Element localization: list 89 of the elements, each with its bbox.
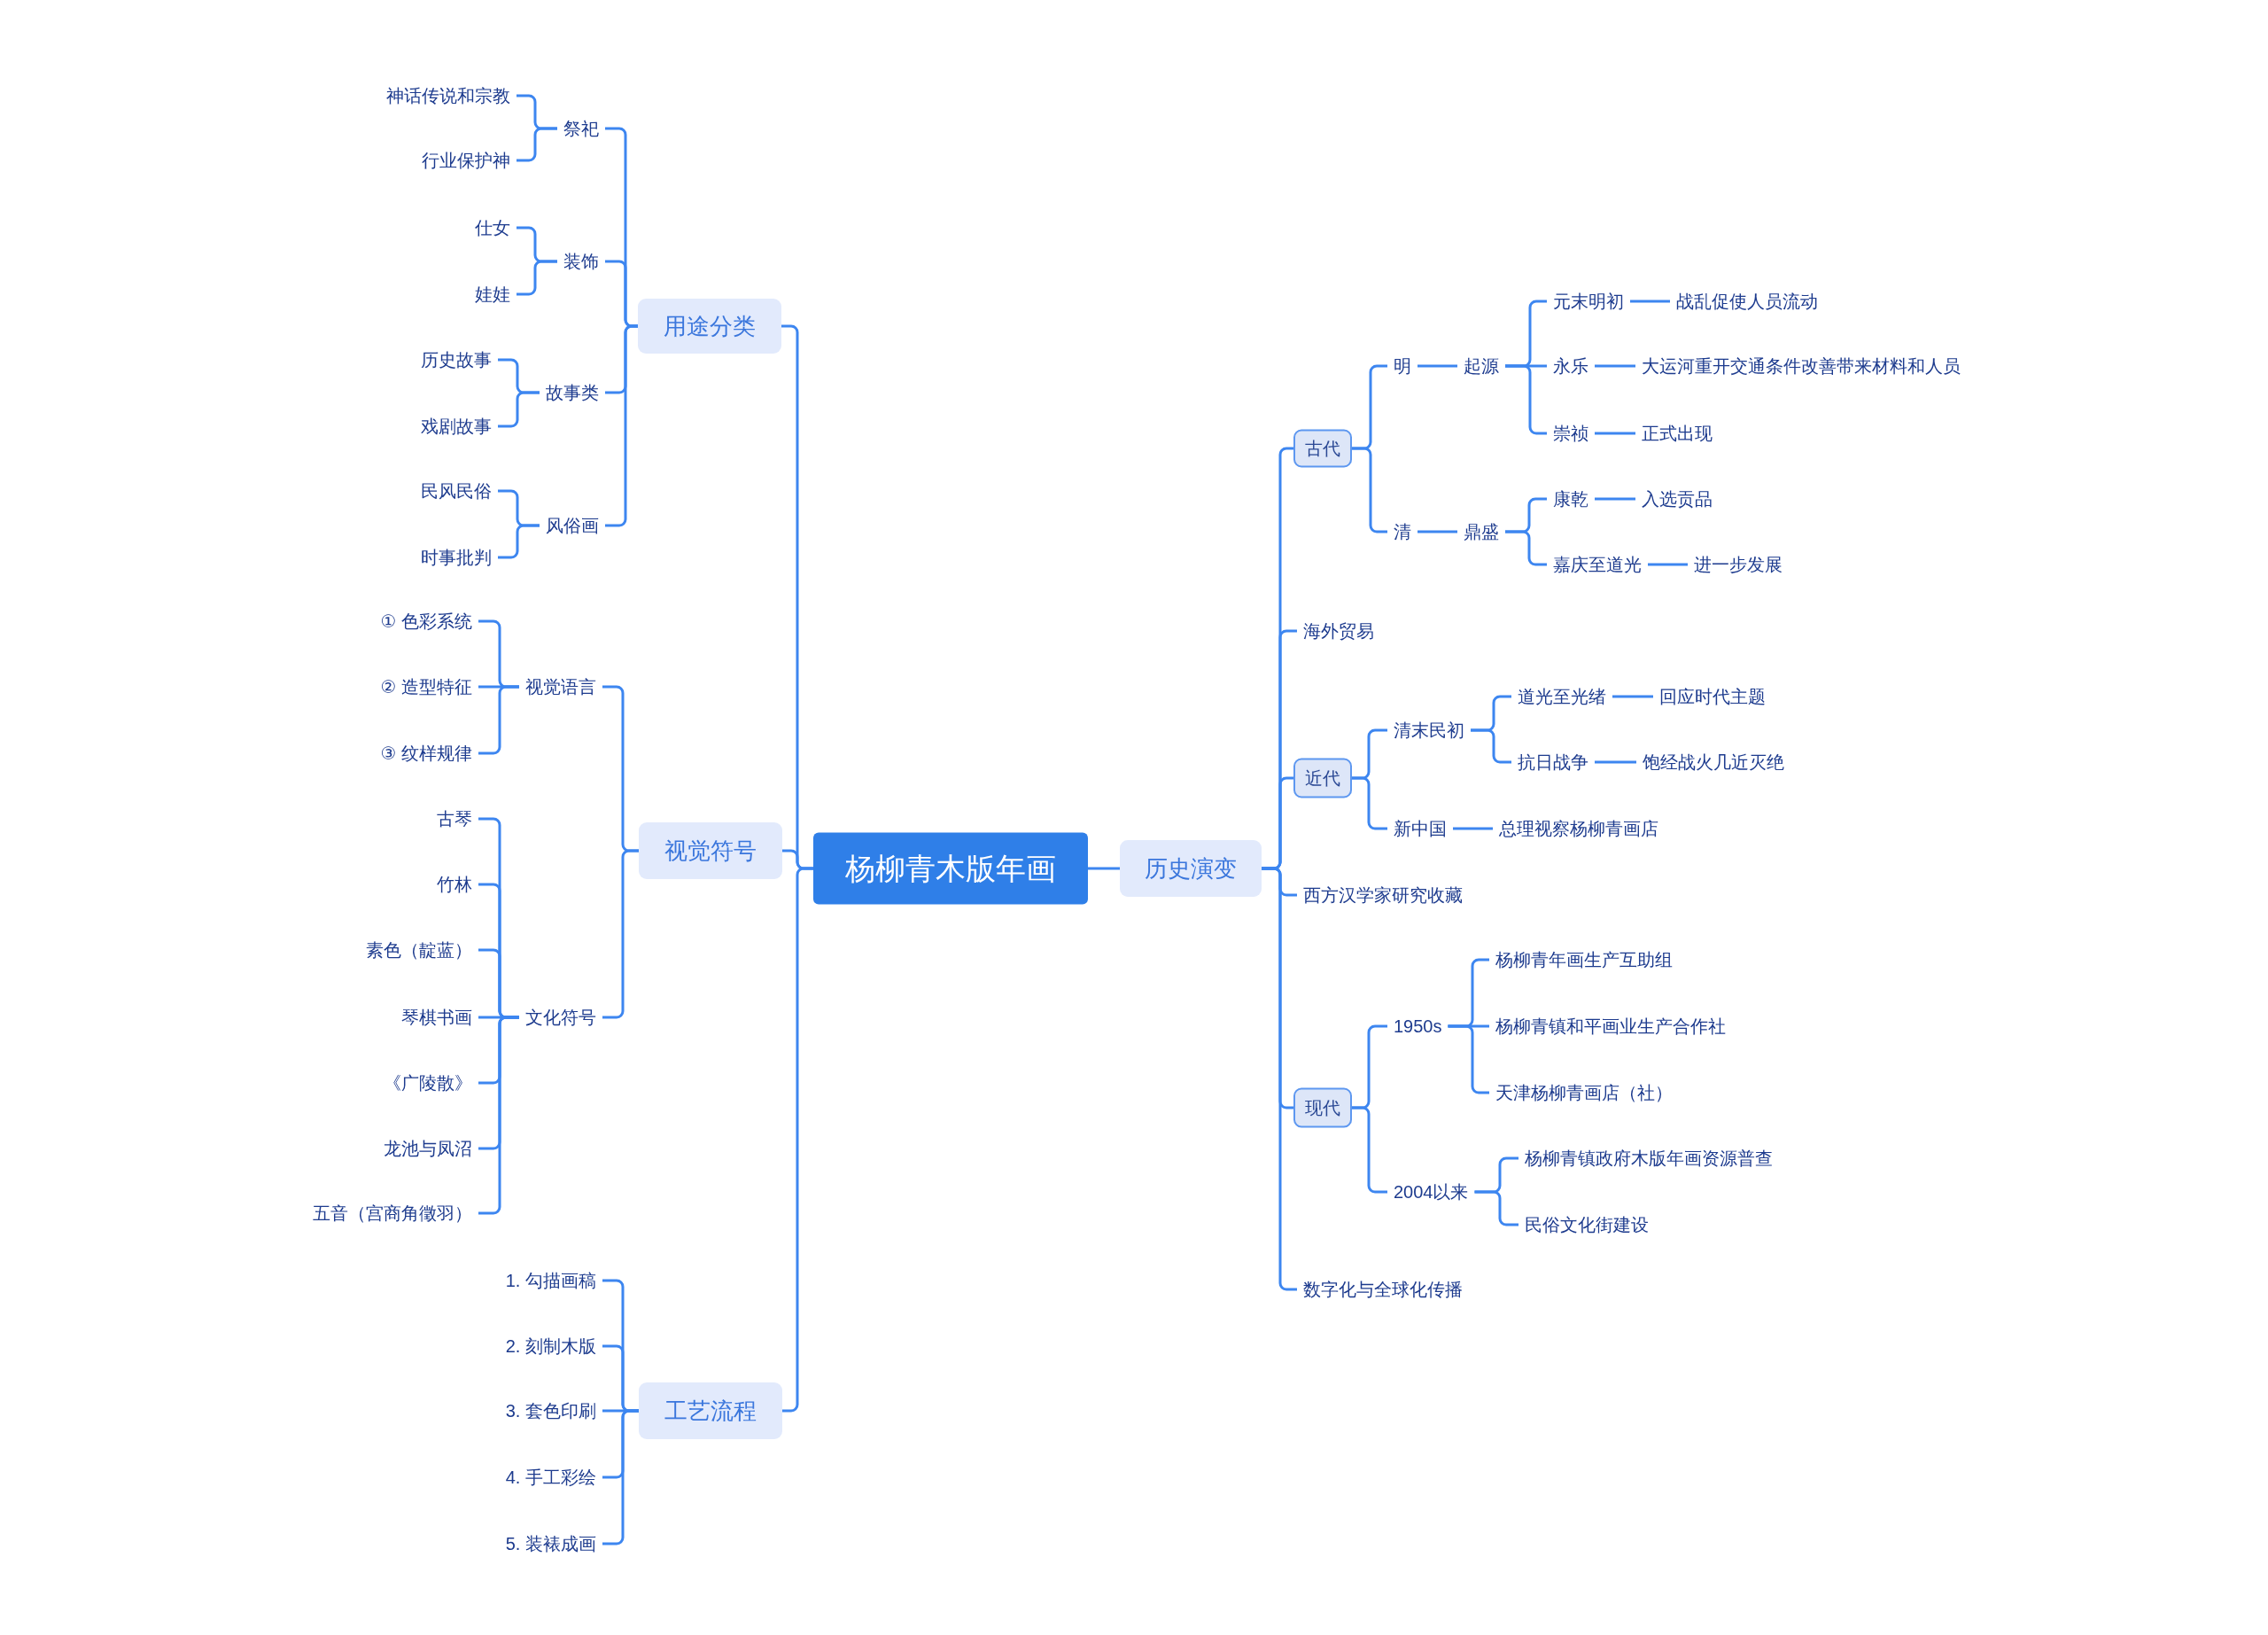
connector-line bbox=[1352, 447, 1387, 533]
connector-line bbox=[1630, 300, 1670, 303]
central-topic: 杨柳青木版年画 bbox=[813, 832, 1088, 905]
connector-line bbox=[1088, 867, 1120, 870]
topic-text: 战乱促使人员流动 bbox=[1670, 289, 1824, 314]
topic-text: 鼎盛 bbox=[1457, 519, 1505, 544]
topic-text: 永乐 bbox=[1547, 354, 1595, 378]
topic-text: 抗日战争 bbox=[1511, 750, 1595, 775]
topic-text: ② 造型特征 bbox=[374, 674, 478, 699]
connector-line bbox=[1612, 695, 1653, 698]
topic-text: 清末民初 bbox=[1387, 718, 1471, 743]
topic-text: 仕女 bbox=[469, 215, 517, 240]
topic-text: 明 bbox=[1387, 354, 1418, 378]
topic-text: 杨柳青镇和平画业生产合作社 bbox=[1489, 1014, 1732, 1039]
topic-text: 杨柳青年画生产互助组 bbox=[1489, 947, 1679, 972]
topic-text: 大运河重开交通条件改善带来材料和人员 bbox=[1635, 354, 1967, 378]
topic-text: 素色（靛蓝） bbox=[360, 938, 478, 962]
topic-text: 琴棋书画 bbox=[395, 1005, 478, 1030]
connector-line bbox=[517, 260, 557, 296]
topic-text: 崇祯 bbox=[1547, 421, 1595, 446]
topic-text: 天津杨柳青画店（社） bbox=[1489, 1080, 1679, 1105]
topic-text: 清 bbox=[1387, 519, 1418, 544]
topic-text: 1950s bbox=[1387, 1014, 1449, 1039]
topic-text: 古琴 bbox=[431, 806, 478, 831]
connector-line bbox=[1262, 867, 1297, 1291]
topic-text: 文化符号 bbox=[519, 1005, 602, 1030]
topic-text: 新中国 bbox=[1387, 816, 1453, 841]
topic-text: 民风民俗 bbox=[415, 479, 498, 503]
connector-line bbox=[498, 524, 540, 559]
topic-text: 戏剧故事 bbox=[415, 414, 498, 439]
connector-line bbox=[1474, 1190, 1518, 1226]
topic-text: 杨柳青镇政府木版年画资源普查 bbox=[1518, 1146, 1779, 1171]
topic-text: 海外贸易 bbox=[1297, 619, 1380, 643]
topic-text: 五音（宫商角徵羽） bbox=[307, 1201, 478, 1226]
topic-text: 时事批判 bbox=[415, 545, 498, 570]
topic-text: 嘉庆至道光 bbox=[1547, 552, 1648, 577]
topic-text: 起源 bbox=[1457, 354, 1505, 378]
connector-line bbox=[1595, 432, 1635, 435]
topic-text: 元末明初 bbox=[1547, 289, 1630, 314]
topic-text: 正式出现 bbox=[1635, 421, 1719, 446]
topic-text: 民俗文化街建设 bbox=[1518, 1212, 1655, 1237]
connector-line bbox=[498, 391, 540, 428]
main-topic: 历史演变 bbox=[1120, 840, 1262, 897]
connector-line bbox=[1418, 530, 1457, 533]
topic-text: ① 色彩系统 bbox=[374, 609, 478, 634]
period-topic: 现代 bbox=[1293, 1087, 1352, 1128]
topic-text: 1. 勾描画稿 bbox=[499, 1268, 602, 1293]
connector-line bbox=[1471, 728, 1511, 764]
main-topic: 用途分类 bbox=[638, 299, 781, 354]
connector-line bbox=[1595, 760, 1636, 764]
connector-line bbox=[1453, 827, 1493, 830]
topic-text: 行业保护神 bbox=[416, 148, 517, 173]
topic-text: 神话传说和宗教 bbox=[380, 83, 517, 108]
topic-text: 装饰 bbox=[557, 249, 605, 274]
topic-text: 2004以来 bbox=[1387, 1180, 1475, 1204]
connector-line bbox=[1595, 364, 1635, 368]
topic-text: 回应时代主题 bbox=[1653, 684, 1772, 709]
topic-text: 视觉语言 bbox=[519, 674, 602, 699]
topic-text: 3. 套色印刷 bbox=[499, 1398, 602, 1423]
topic-text: ③ 纹样规律 bbox=[374, 741, 478, 766]
connector-line bbox=[1505, 364, 1547, 435]
topic-text: 龙池与凤沼 bbox=[377, 1136, 478, 1161]
topic-text: 竹林 bbox=[431, 872, 478, 897]
topic-text: 《广陵散》 bbox=[377, 1071, 478, 1095]
period-topic: 古代 bbox=[1293, 429, 1352, 468]
main-topic: 视觉符号 bbox=[639, 822, 782, 879]
topic-text: 入选贡品 bbox=[1635, 487, 1719, 511]
main-topic: 工艺流程 bbox=[639, 1382, 782, 1439]
topic-text: 4. 手工彩绘 bbox=[499, 1465, 602, 1490]
topic-text: 故事类 bbox=[540, 380, 605, 405]
connector-line bbox=[1505, 530, 1547, 566]
period-topic: 近代 bbox=[1293, 758, 1352, 798]
topic-text: 西方汉学家研究收藏 bbox=[1297, 883, 1469, 907]
topic-text: 历史故事 bbox=[415, 347, 498, 372]
topic-text: 进一步发展 bbox=[1688, 552, 1789, 577]
topic-text: 祭祀 bbox=[557, 116, 605, 141]
connector-line bbox=[1418, 364, 1457, 368]
topic-text: 风俗画 bbox=[540, 513, 605, 538]
topic-text: 总理视察杨柳青画店 bbox=[1493, 816, 1665, 841]
topic-text: 道光至光绪 bbox=[1511, 684, 1612, 709]
connector-line bbox=[1595, 497, 1635, 501]
connector-line bbox=[517, 127, 557, 162]
topic-text: 康乾 bbox=[1547, 487, 1595, 511]
topic-text: 数字化与全球化传播 bbox=[1297, 1277, 1469, 1302]
topic-text: 饱经战火几近灭绝 bbox=[1636, 750, 1790, 775]
topic-text: 娃娃 bbox=[469, 282, 517, 307]
topic-text: 2. 刻制木版 bbox=[499, 1334, 602, 1359]
connector-line bbox=[1648, 563, 1688, 566]
topic-text: 5. 装裱成画 bbox=[499, 1531, 602, 1556]
